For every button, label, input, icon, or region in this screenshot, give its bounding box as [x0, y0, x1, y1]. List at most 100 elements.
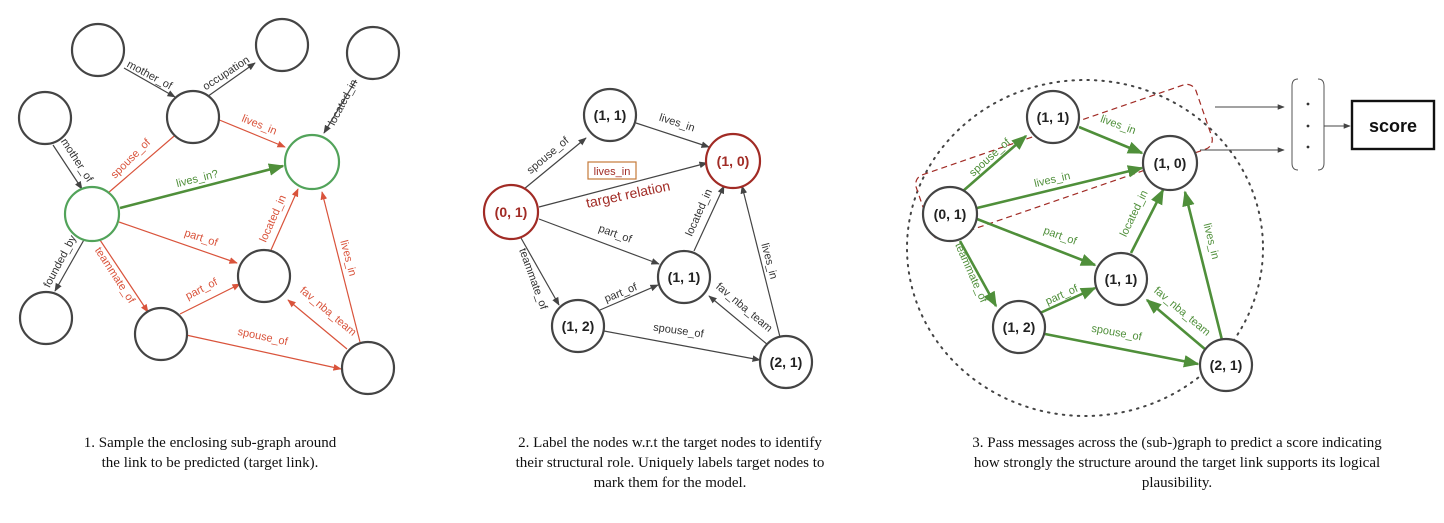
- edge-target-relation: [538, 161, 708, 208]
- label-lives-in-right: lives_in: [1201, 222, 1222, 261]
- label-spouse-of: spouse_of: [109, 136, 154, 181]
- node-1-1-top: [1025, 89, 1081, 145]
- edge-located-in-mid: [270, 188, 299, 251]
- label-lives-in-red: lives_in: [240, 113, 279, 138]
- node-center-top: [165, 89, 221, 145]
- node-label-0-1: (0, 1): [934, 206, 967, 222]
- node-1-2: [991, 299, 1047, 355]
- edge-spouse-of-bottom: [603, 330, 761, 362]
- node-top-right: [254, 17, 310, 73]
- edge-located-in-top: [323, 79, 357, 134]
- panel-1-nodes: [17, 17, 401, 396]
- edge-lives-in-target: [119, 163, 285, 210]
- label-located-in-top: located_in: [326, 78, 360, 128]
- subgraph-boundary: [906, 79, 1264, 417]
- node-2-1: [1198, 337, 1254, 393]
- edge-lives-in-top: [1078, 125, 1144, 155]
- panel-1-edges: [52, 62, 361, 371]
- edge-spouse-of: [107, 130, 181, 194]
- edge-founded-by: [54, 237, 86, 292]
- panel-3-message-passing: (1, 1) (1, 0) (0, 1) (1, 1) (1, 2) (2, 1…: [906, 78, 1436, 417]
- node-label-2-1: (2, 1): [1210, 357, 1243, 373]
- score-label: score: [1369, 116, 1417, 136]
- edge-located-in: [1129, 188, 1165, 254]
- edge-part-of-1: [538, 218, 660, 265]
- node-label-1-1-mid: (1, 1): [668, 269, 701, 285]
- edge-lives-in-right: [740, 185, 781, 338]
- edge-lives-in-red: [216, 118, 286, 148]
- score-box: [1350, 99, 1436, 151]
- label-spouse-of-bottom: spouse_of: [652, 322, 705, 341]
- vector-dot-3: [1306, 145, 1310, 149]
- score-output: score: [1200, 78, 1436, 171]
- label-mother-of-top: mother_of: [125, 58, 175, 92]
- caption-panel-3: 3. Pass messages across the (sub-)graph …: [912, 433, 1442, 493]
- label-spouse-of-bottom: spouse_of: [237, 326, 290, 348]
- edge-lives-in-mid: [976, 165, 1144, 210]
- label-teammate-of: teammate_of: [92, 245, 138, 306]
- caption-2-line-3: mark them for the model.: [593, 475, 747, 491]
- label-lives-in-top: lives_in: [658, 112, 697, 135]
- node-mid-right: [236, 248, 292, 304]
- caption-1-line-2: the link to be predicted (target link).: [101, 455, 319, 471]
- node-target-source: [63, 185, 121, 243]
- edge-fav-nba-team: [287, 299, 348, 350]
- label-located-in: located_in: [684, 187, 715, 238]
- caption-3-line-2: how strongly the structure around the ta…: [973, 455, 1381, 471]
- panel-3-nodes: [921, 89, 1254, 393]
- node-far-right: [345, 25, 401, 81]
- edge-located-in: [693, 185, 725, 252]
- edge-part-of-1: [976, 217, 1097, 267]
- edge-spouse-of: [523, 137, 587, 190]
- label-fav-nba-team: fav_nba_team: [297, 285, 358, 339]
- caption-3-line-3: plausibility.: [1141, 475, 1213, 491]
- edge-spouse-of: [962, 134, 1028, 192]
- edge-lives-in-right: [1182, 190, 1224, 341]
- panel-2-edges: [520, 122, 781, 362]
- panel-2-nodes: [482, 87, 814, 390]
- label-spouse-of-bottom: spouse_of: [1090, 323, 1143, 344]
- caption-2-line-2: their structural role. Uniquely labels t…: [515, 455, 825, 471]
- node-label-1-0: (1, 0): [717, 153, 750, 169]
- caption-panel-2: 2. Label the nodes w.r.t the target node…: [470, 433, 870, 493]
- node-label-1-1-mid: (1, 1): [1105, 271, 1138, 287]
- edge-spouse-of-bottom: [1044, 332, 1200, 368]
- label-lives-in-top: lives_in: [1099, 113, 1138, 137]
- edge-teammate-of: [958, 240, 998, 308]
- node-label-0-1: (0, 1): [495, 204, 528, 220]
- edge-teammate-of: [520, 237, 560, 306]
- edge-part-of-2: [1039, 286, 1097, 315]
- node-left: [17, 90, 73, 146]
- node-0-1: [482, 183, 540, 241]
- vector-right-bracket: [1317, 78, 1325, 171]
- target-relation-label: target relation: [584, 177, 671, 210]
- panel-2-label-nodes: (1, 1) (1, 0) (0, 1) (1, 1) (1, 2) (2, 1…: [482, 87, 814, 390]
- node-1-1-mid: [656, 249, 712, 305]
- label-part-of-2: part_of: [603, 281, 640, 305]
- caption-1-line-1: 1. Sample the enclosing sub-graph around: [83, 435, 337, 451]
- edge-fav-nba-team: [1145, 298, 1207, 351]
- target-box-label: lives_in: [594, 166, 631, 178]
- edge-spouse-of-bottom: [185, 334, 342, 371]
- label-lives-in-right: lives_in: [337, 239, 358, 278]
- node-label-1-2: (1, 2): [562, 318, 595, 334]
- node-1-0: [1141, 134, 1199, 192]
- node-bottom-mid: [133, 306, 189, 362]
- node-0-1: [921, 185, 979, 243]
- edge-part-of-1: [118, 221, 238, 264]
- edge-fav-nba-team: [708, 295, 769, 346]
- label-located-in: located_in: [1118, 189, 1151, 239]
- node-label-1-2: (1, 2): [1003, 319, 1036, 335]
- panel-3-node-labels: (1, 1) (1, 0) (0, 1) (1, 1) (1, 2) (2, 1…: [934, 109, 1243, 373]
- edge-part-of-2: [599, 284, 659, 311]
- vector-left-bracket: [1291, 78, 1299, 171]
- edge-part-of-2: [179, 283, 241, 315]
- label-teammate-of: teammate_of: [952, 241, 989, 305]
- vector-dot-2: [1306, 124, 1310, 128]
- node-1-1-top: [582, 87, 638, 143]
- node-label-1-0: (1, 0): [1154, 155, 1187, 171]
- label-part-of-2: part_of: [184, 276, 221, 303]
- panel-3-edges: [958, 125, 1224, 368]
- caption-panel-1: 1. Sample the enclosing sub-graph around…: [40, 433, 380, 473]
